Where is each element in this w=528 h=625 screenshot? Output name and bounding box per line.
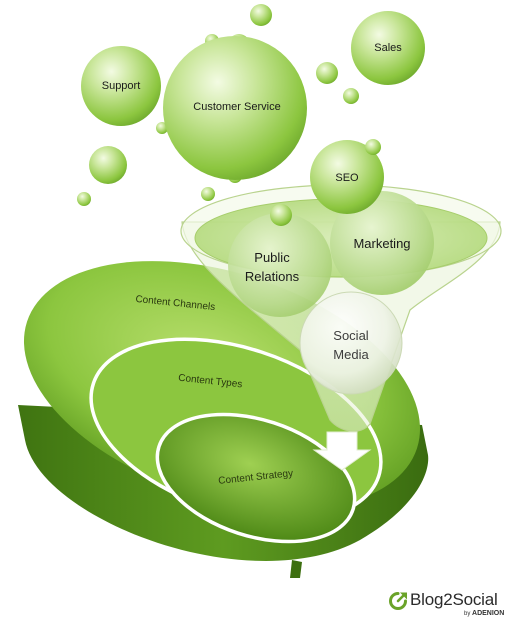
public-relations-label-line2: Relations — [245, 269, 300, 284]
support-label: Support — [102, 80, 141, 92]
decor-bubble — [343, 88, 359, 104]
decor-bubble — [77, 192, 91, 206]
decor-bubble — [156, 122, 168, 134]
logo-company: ADENION — [472, 610, 505, 617]
seo-label: SEO — [335, 172, 359, 184]
sales-label: Sales — [374, 42, 402, 54]
layer-content-strategy-core — [155, 412, 357, 544]
decor-bubble — [250, 4, 272, 26]
public-relations-bubble — [228, 213, 332, 317]
blog2social-logo: Blog2Social by ADENION — [386, 588, 520, 618]
logo-name: Blog2Social — [410, 590, 498, 609]
public-relations-label-line1: Public — [254, 250, 290, 265]
logo-byline: by ADENION — [464, 610, 504, 617]
customer-service-label: Customer Service — [193, 101, 280, 113]
down-arrow-icon — [312, 431, 372, 471]
marketing-label: Marketing — [353, 236, 410, 251]
disk-front-band — [290, 560, 302, 578]
logo-by: by — [464, 611, 471, 617]
decor-bubble — [365, 139, 381, 155]
marketing-bubble — [330, 191, 434, 295]
social-media-label-line1: Social — [333, 328, 369, 343]
seo-bubble — [310, 140, 384, 214]
decor-bubble — [89, 146, 127, 184]
social-media-bubble — [299, 291, 403, 395]
social-media-label-line2: Media — [333, 347, 369, 362]
small-funnel-bubble — [270, 204, 292, 226]
floating-bubbles: Support Customer Service Sales SEO — [77, 4, 425, 214]
decor-bubble — [316, 62, 338, 84]
support-bubble — [81, 46, 161, 126]
decor-bubble — [201, 187, 215, 201]
refresh-arrow-icon — [389, 592, 407, 610]
customer-service-bubble — [163, 36, 307, 180]
sales-bubble — [351, 11, 425, 85]
funnel: Marketing Public Relations Social Media — [180, 184, 502, 471]
